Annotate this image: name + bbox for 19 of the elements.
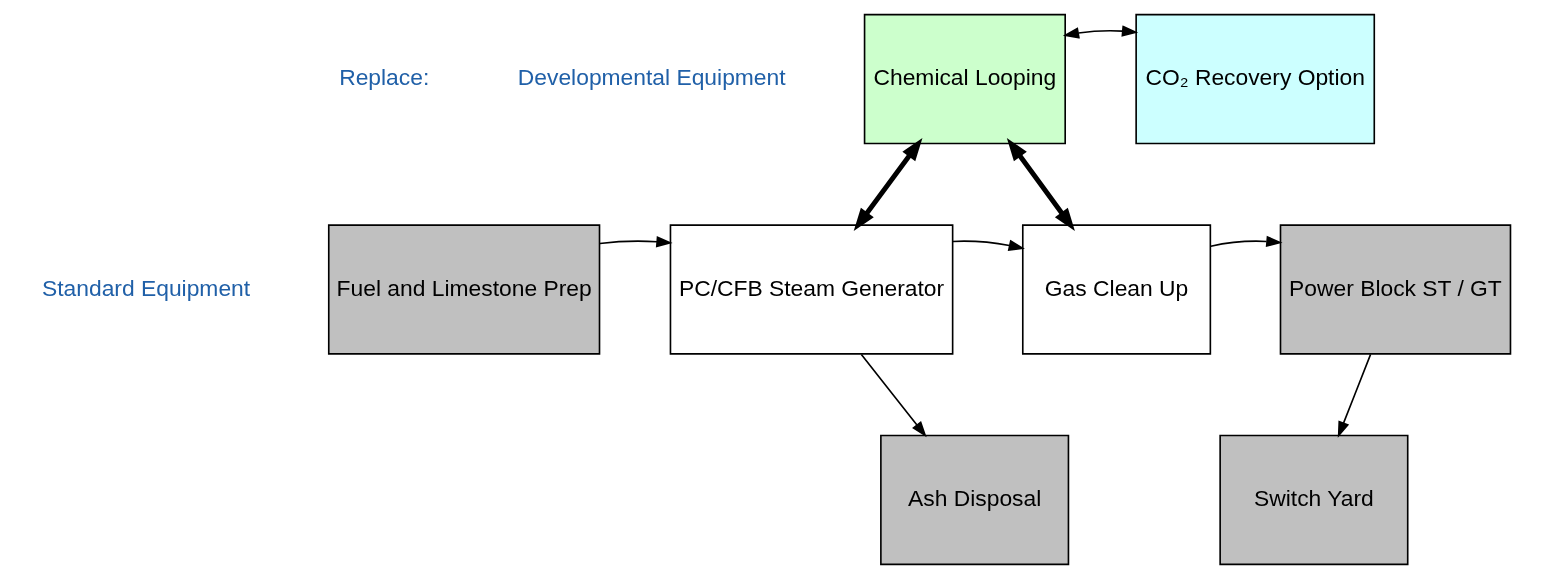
- node-box: Ash Disposal: [879, 434, 1069, 566]
- arrow: [598, 236, 673, 248]
- node-box: Power Block ST / GT: [1279, 224, 1511, 355]
- arrow: [951, 239, 1025, 251]
- node-box: Switch Yard: [1218, 434, 1409, 566]
- label: Replace:: [338, 64, 429, 91]
- arrow: [1209, 235, 1283, 248]
- node-box: Chemical Looping: [863, 13, 1066, 145]
- arrow: [1062, 25, 1138, 39]
- arrow: [860, 353, 927, 438]
- label: Developmental Equipment: [517, 64, 786, 91]
- label: Standard Equipment: [41, 274, 250, 301]
- arrow: [1337, 353, 1371, 438]
- arrow: [853, 138, 922, 231]
- node-box: PC/CFB Steam Generator: [669, 224, 953, 355]
- node-box: Gas Clean Up: [1021, 224, 1211, 355]
- arrow: [1006, 138, 1075, 231]
- node-box: CO₂ Recovery Option: [1134, 13, 1375, 145]
- node-box: Fuel and Limestone Prep: [327, 224, 600, 355]
